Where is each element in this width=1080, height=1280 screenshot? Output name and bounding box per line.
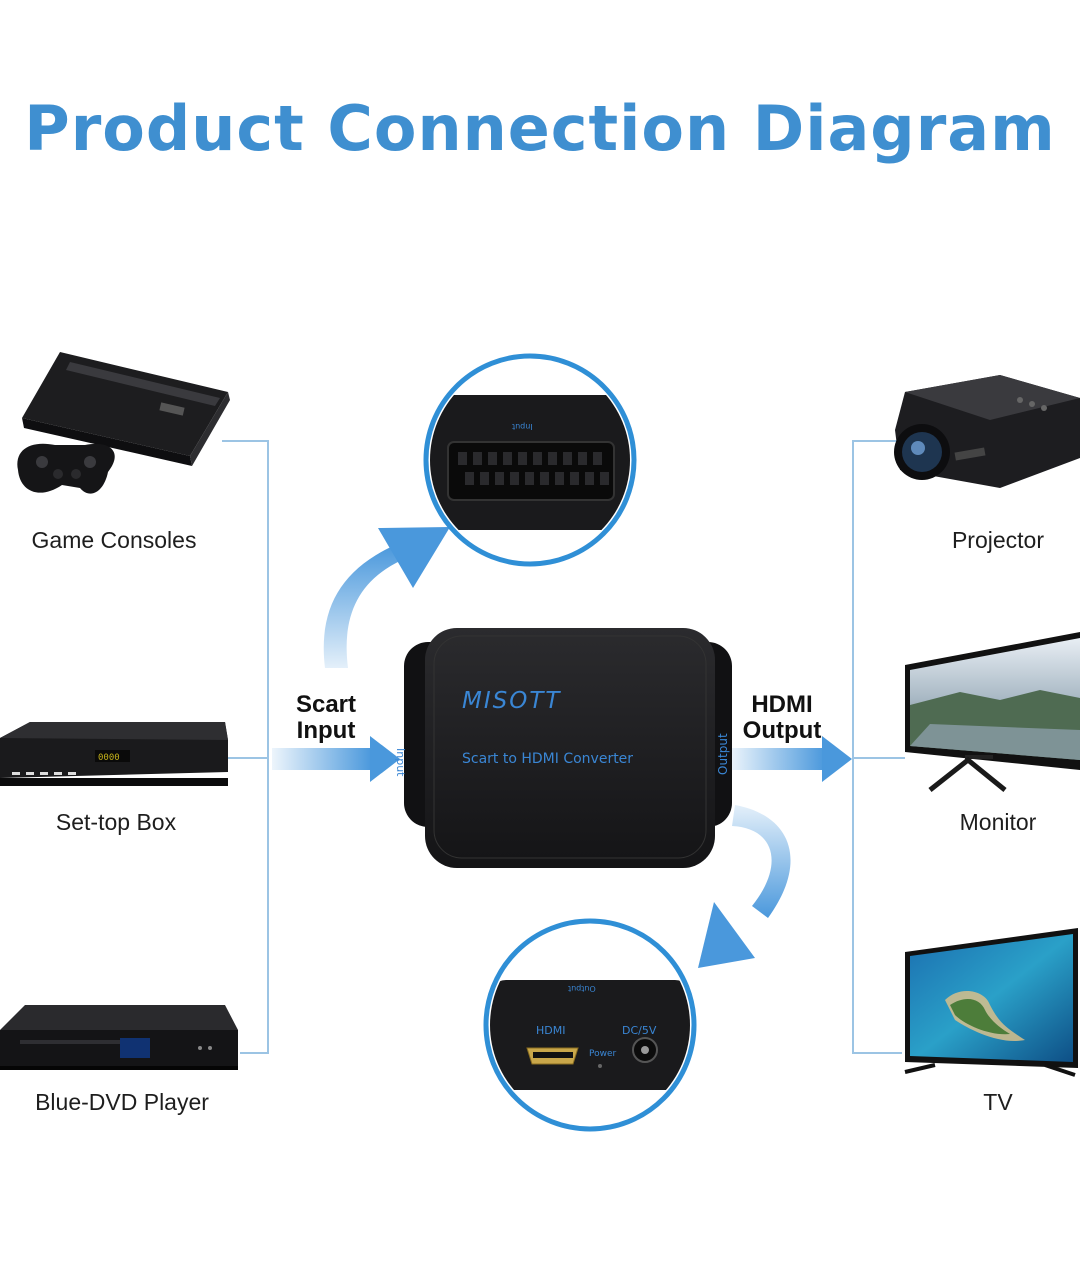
scart-pin [465,472,474,485]
svg-text:0000: 0000 [98,753,120,763]
output-label-projector: Projector [951,527,1045,553]
scart-pin [458,452,467,465]
scart-pin [600,472,609,485]
game-console-icon [17,352,230,494]
scart-pin [570,472,579,485]
dvd-player-icon [0,1005,238,1070]
scart-pin [585,472,594,485]
device-brand: MISOTT [462,688,562,714]
output-label-monitor: Monitor [959,809,1037,835]
device-left-port-label: Input [394,748,407,777]
dc-label: DC/5V [622,1024,657,1037]
scart-pin [533,452,542,465]
device-right-port-label: Output [716,733,730,775]
source-label-game-consoles: Game Consoles [31,527,197,553]
projector-icon [894,375,1080,488]
scart-input-label: Scart Input [295,691,357,744]
curve-arrow-top [323,527,450,668]
hdmi-closeup-top-label: Output [568,984,596,993]
source-bracket-lines [222,440,269,1054]
page-title: Product Connection Diagram [24,92,1056,165]
scart-closeup-label: Input [512,422,533,431]
power-label: Power [589,1049,617,1059]
scart-pin [473,452,482,465]
output-label-tv: TV [983,1089,1013,1115]
scart-pin [480,472,489,485]
monitor-icon [905,632,1080,792]
hdmi-port-label: HDMI [536,1024,566,1037]
scart-pin [555,472,564,485]
set-top-box-icon: 0000 [0,722,228,786]
input-arrow [272,736,400,782]
device-name: Scart to HDMI Converter [462,751,634,767]
tv-icon [904,928,1078,1077]
scart-pin [548,452,557,465]
source-label-dvd-player: Blue-DVD Player [35,1089,209,1115]
scart-pin [488,452,497,465]
output-bracket-lines [852,440,905,1054]
curve-arrow-bottom [698,805,791,968]
converter-device [404,628,732,868]
scart-pin [518,452,527,465]
scart-pin [593,452,602,465]
scart-pin [525,472,534,485]
hdmi-output-label: HDMI Output [742,691,822,744]
scart-pin [578,452,587,465]
scart-pin [540,472,549,485]
scart-port-closeup [423,353,637,567]
scart-pin [563,452,572,465]
scart-pin [510,472,519,485]
source-label-set-top-box: Set-top Box [55,809,177,835]
hdmi-port-closeup [483,918,697,1132]
scart-pin [503,452,512,465]
scart-pin [495,472,504,485]
output-arrow [730,736,852,782]
